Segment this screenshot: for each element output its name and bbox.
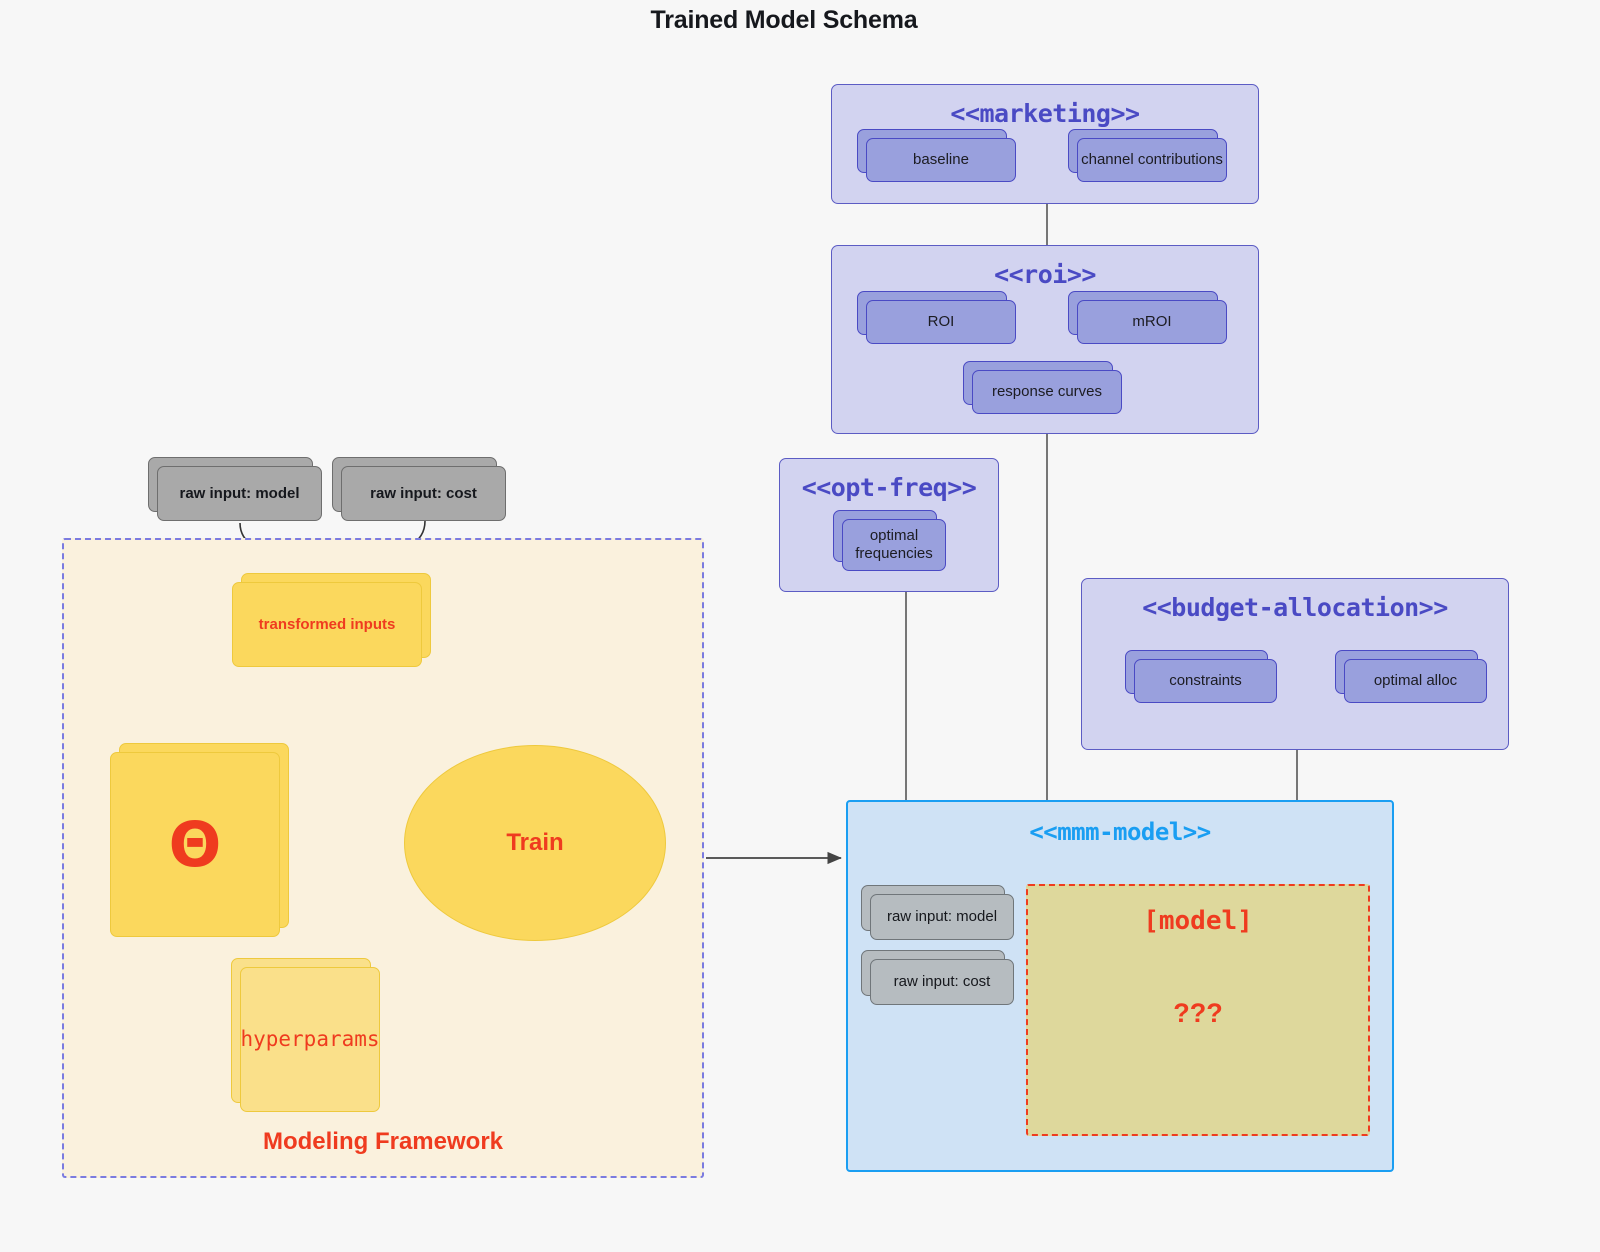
object-constraints[interactable]: constraints bbox=[1125, 650, 1277, 703]
package-roi-title: <<roi>> bbox=[994, 260, 1096, 289]
object-response-curves[interactable]: response curves bbox=[963, 361, 1122, 414]
package-opt-freq[interactable]: <<opt-freq>> optimal frequencies bbox=[779, 458, 999, 592]
object-optimal-alloc[interactable]: optimal alloc bbox=[1335, 650, 1487, 703]
package-mmm-model-title: <<mmm-model>> bbox=[1029, 818, 1211, 846]
object-mmm-raw-input-model-label: raw input: model bbox=[870, 894, 1014, 940]
package-marketing-title: <<marketing>> bbox=[950, 99, 1140, 128]
page-title: Trained Model Schema bbox=[650, 6, 918, 34]
object-optimal-frequencies-label: optimal frequencies bbox=[842, 519, 946, 571]
object-hyperparams[interactable]: hyperparams bbox=[231, 958, 380, 1112]
object-baseline-label: baseline bbox=[866, 138, 1016, 182]
package-marketing[interactable]: <<marketing>> baseline channel contribut… bbox=[831, 84, 1259, 204]
model-region-unknown: ??? bbox=[1173, 998, 1223, 1028]
object-channel-contributions[interactable]: channel contributions bbox=[1068, 129, 1227, 182]
object-theta-face: Θ bbox=[110, 752, 280, 937]
object-optimal-frequencies[interactable]: optimal frequencies bbox=[833, 510, 946, 571]
object-optimal-frequencies-line2: frequencies bbox=[855, 545, 933, 562]
object-optimal-frequencies-line1: optimal bbox=[869, 527, 919, 545]
object-raw-input-model-label: raw input: model bbox=[157, 466, 322, 521]
object-hyperparams-label: hyperparams bbox=[240, 967, 380, 1112]
object-optimal-alloc-label: optimal alloc bbox=[1344, 659, 1487, 703]
object-raw-input-cost[interactable]: raw input: cost bbox=[332, 457, 506, 521]
package-roi[interactable]: <<roi>> ROI mROI response curves bbox=[831, 245, 1259, 434]
object-baseline[interactable]: baseline bbox=[857, 129, 1016, 182]
object-theta[interactable]: Θ bbox=[110, 743, 289, 937]
object-roi-label: ROI bbox=[866, 300, 1016, 344]
package-mmm-model[interactable]: <<mmm-model>> raw input: model raw input… bbox=[846, 800, 1394, 1172]
object-mroi-label: mROI bbox=[1077, 300, 1227, 344]
train-activity-label: Train bbox=[506, 829, 564, 856]
object-channel-contributions-label: channel contributions bbox=[1077, 138, 1227, 182]
object-mroi[interactable]: mROI bbox=[1068, 291, 1227, 344]
object-transformed-inputs-label: transformed inputs bbox=[232, 582, 422, 667]
object-raw-input-cost-label: raw input: cost bbox=[341, 466, 506, 521]
object-raw-input-model[interactable]: raw input: model bbox=[148, 457, 322, 521]
object-constraints-label: constraints bbox=[1134, 659, 1277, 703]
object-mmm-raw-input-model[interactable]: raw input: model bbox=[861, 885, 1014, 940]
package-budget-allocation[interactable]: <<budget-allocation>> constraints optima… bbox=[1081, 578, 1509, 750]
object-mmm-raw-input-cost[interactable]: raw input: cost bbox=[861, 950, 1014, 1005]
package-opt-freq-title: <<opt-freq>> bbox=[801, 473, 977, 502]
object-transformed-inputs[interactable]: transformed inputs bbox=[232, 573, 431, 667]
modeling-framework-label: Modeling Framework bbox=[262, 1128, 504, 1155]
object-roi[interactable]: ROI bbox=[857, 291, 1016, 344]
object-mmm-raw-input-cost-label: raw input: cost bbox=[870, 959, 1014, 1005]
model-region[interactable]: [model] ??? bbox=[1026, 884, 1370, 1136]
package-budget-allocation-title: <<budget-allocation>> bbox=[1142, 593, 1448, 622]
train-activity[interactable]: Train bbox=[404, 745, 666, 941]
model-region-label: [model] bbox=[1143, 906, 1253, 936]
theta-glyph: Θ bbox=[168, 807, 222, 881]
object-response-curves-label: response curves bbox=[972, 370, 1122, 414]
